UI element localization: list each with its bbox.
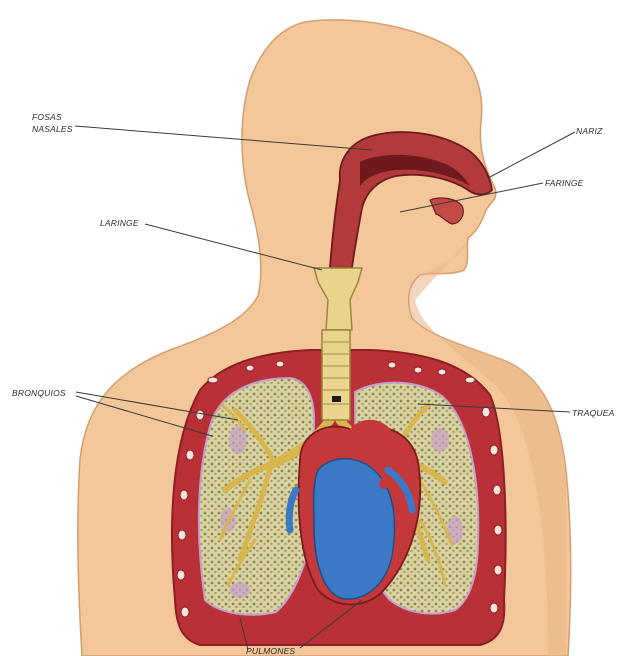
label-bronquios: BRONQUIOS	[12, 388, 66, 398]
label-traquea: TRAQUEA	[572, 408, 615, 418]
trachea	[322, 330, 350, 420]
label-nariz: NARIZ	[576, 126, 603, 136]
label-fosas-line2: NASALES	[32, 124, 73, 134]
label-laringe: LARINGE	[100, 218, 139, 228]
label-faringe: FARINGE	[545, 178, 584, 188]
trachea-marker	[332, 396, 341, 402]
label-fosas-line1: FOSAS	[32, 112, 62, 122]
label-pulmones: PULMONES	[246, 646, 295, 656]
left-lung	[199, 378, 314, 615]
